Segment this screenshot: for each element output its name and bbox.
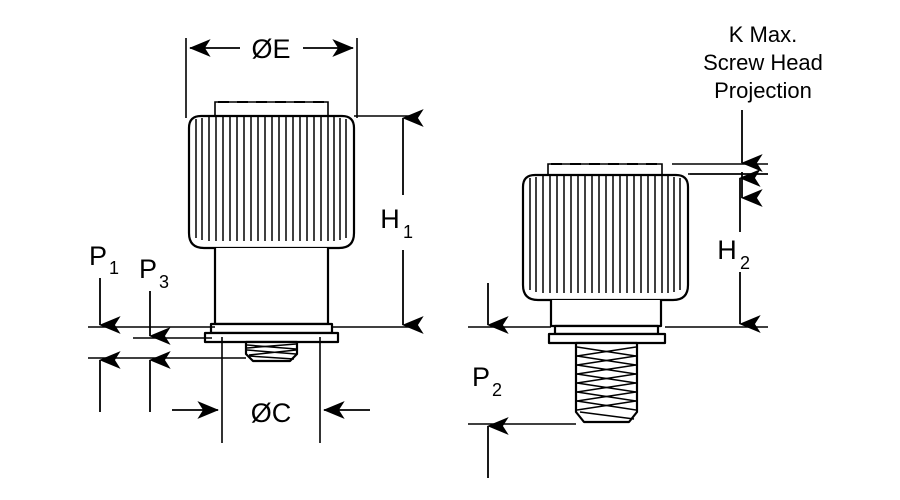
right-head-recess-hidden [547,163,663,176]
label-h2: H [717,235,737,265]
label-h2-subscript: 2 [740,253,750,273]
dimension-diameter-c: ØC [172,337,370,443]
label-p2-subscript: 2 [492,380,502,400]
left-head-recess-hidden [214,101,329,117]
note-k-max-line2: Screw Head [703,50,823,75]
note-k-max: K Max. Screw Head Projection [703,22,823,207]
right-head-knurling [529,176,681,293]
right-thread [574,341,639,424]
k-gap-reference-lines [672,163,768,175]
label-p2: P [472,362,490,392]
right-barrel [549,300,663,328]
note-k-max-line3: Projection [714,78,812,103]
left-thread-stub [244,340,299,363]
label-p3: P [139,254,157,284]
dimension-h2: H 2 [665,169,768,333]
label-p1: P [89,241,107,271]
label-p1-subscript: 1 [109,258,119,278]
left-view: H 1 P 1 P 3 [88,34,424,443]
right-reference-lines [468,326,576,425]
right-flange-stack [547,324,667,345]
note-k-max-line1: K Max. [729,22,797,47]
label-diameter-c: ØC [251,398,292,428]
label-h1-subscript: 1 [403,222,413,242]
left-flange-stack [203,322,340,344]
label-p3-subscript: 3 [159,272,169,292]
oe-extension-lines [185,38,358,118]
dimension-p1: P 1 [89,241,121,412]
label-h1: H [380,204,400,234]
label-diameter-e: ØE [251,34,290,64]
dimension-p3: P 3 [139,254,171,412]
right-view: K Max. Screw Head Projection [468,22,823,478]
left-barrel [213,248,330,326]
dimension-h1: H 1 [332,109,424,334]
left-head-knurling [195,117,347,241]
dimension-p2: P 2 [472,283,509,478]
